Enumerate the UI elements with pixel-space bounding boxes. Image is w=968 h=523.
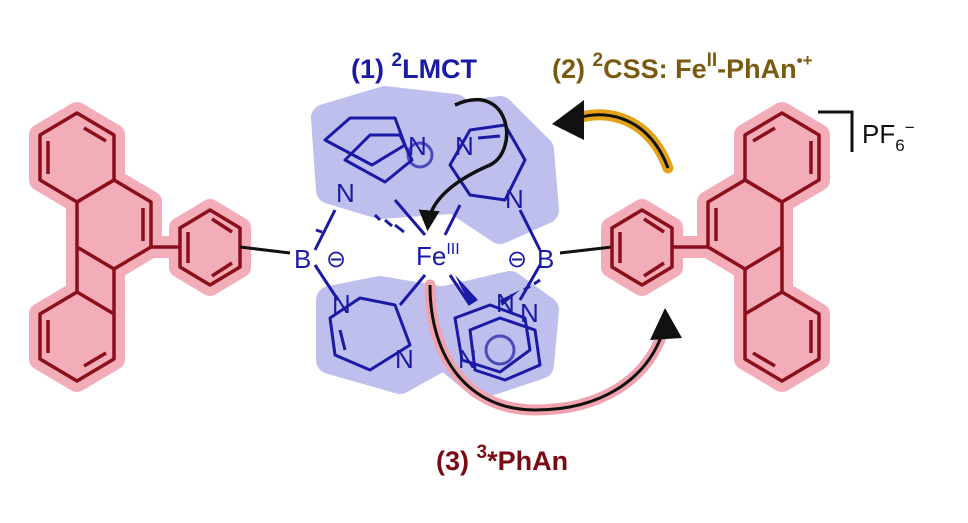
step1-label: (1) 2LMCT [351,50,478,84]
n-atom: N [395,344,414,374]
charge-left: ⊖ [326,246,346,273]
boron-left: B [294,244,311,274]
boron-right: B [537,244,554,274]
n-atom: N [336,178,355,208]
n-atom: N [505,184,524,214]
n-atom: N [520,298,539,328]
atom-labels: N N N N N N N N N B B ⊖ ⊖ FeIII [294,131,554,374]
counterion-label: PF6− [862,118,915,155]
n-atom: N [496,288,515,318]
n-atom: N [455,131,474,161]
phan-arrow [424,279,682,416]
n-atom: N [332,289,351,319]
lmct-arrow [418,97,509,232]
charge-right: ⊖ [507,246,527,273]
n-atom: N [408,131,427,161]
step3-label: (3) 3*PhAn [436,442,568,476]
step2-label: (2) 2CSS: FeII-PhAn•+ [552,50,813,84]
n-atom: N [458,344,477,374]
right-anthracene-phenyl [559,102,830,392]
counterion: PF6− [818,110,915,155]
iron-atom: FeIII [416,241,460,271]
css-arrow [552,100,674,174]
left-anthracene-phenyl [29,102,291,392]
